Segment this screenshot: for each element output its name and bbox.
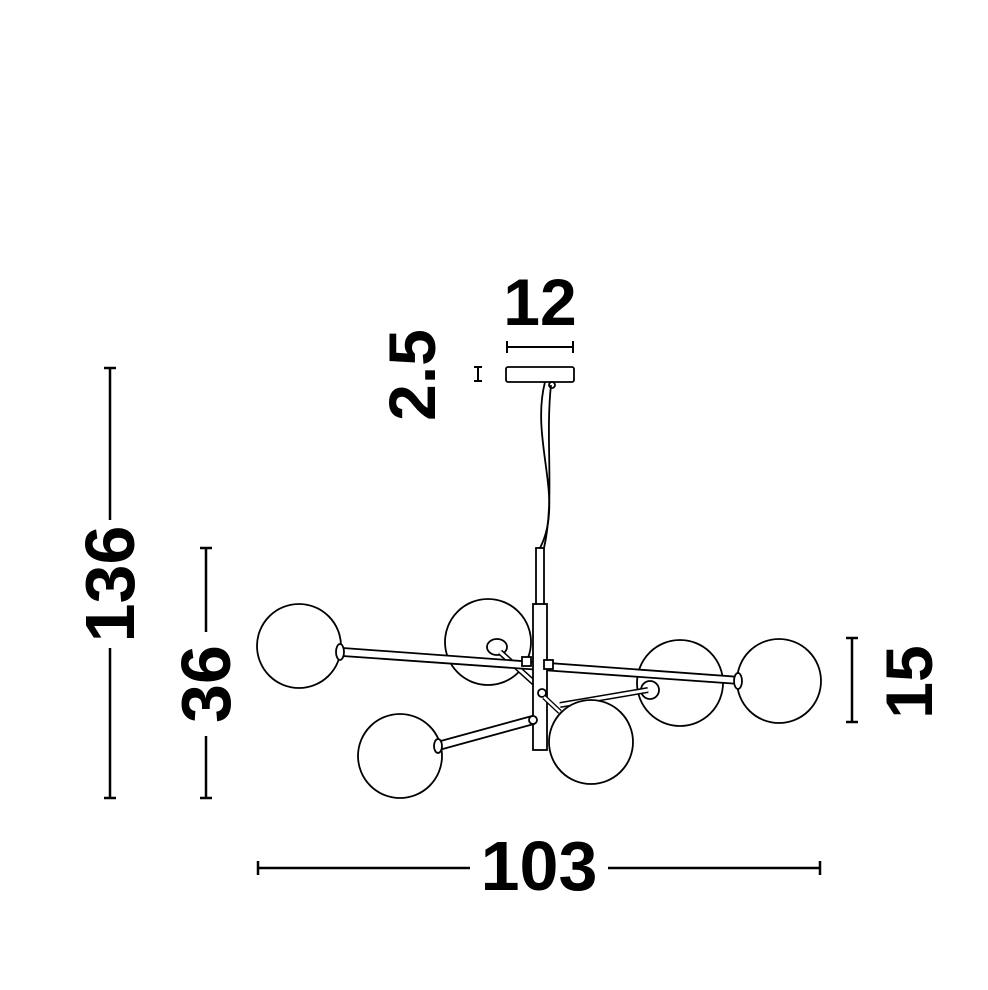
body-height-label: 36: [167, 645, 245, 723]
globe-diameter-label: 15: [872, 645, 946, 718]
power-cable: [543, 384, 552, 549]
canopy-height-label: 2.5: [375, 329, 449, 421]
body-height-dimension: [200, 546, 212, 800]
pendant-lamp-drawing: [256, 366, 822, 799]
globe-front-center: [548, 699, 634, 785]
canopy-height-dimension: [474, 366, 482, 382]
total-height-label: 136: [71, 526, 149, 643]
globe-diameter-dimension: [846, 636, 858, 724]
canopy-width-label: 12: [503, 265, 576, 339]
globe-left: [256, 603, 342, 689]
total-width-label: 103: [481, 827, 598, 905]
globe-right: [736, 638, 822, 724]
canopy: [505, 366, 575, 383]
central-stem: [535, 547, 545, 607]
canopy-width-dimension: [506, 341, 574, 353]
total-height-dimension: [104, 366, 116, 800]
globe-lower-left: [357, 713, 443, 799]
total-width-dimension: [256, 861, 822, 875]
